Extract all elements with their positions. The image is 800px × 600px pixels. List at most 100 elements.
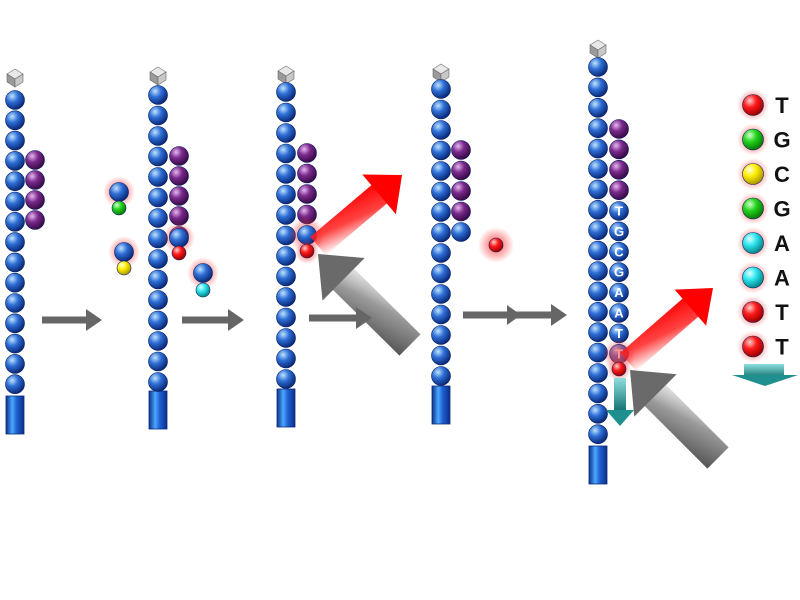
gem-cap-icon — [277, 65, 295, 85]
light-arrow-icon — [620, 287, 714, 372]
primer-bead — [451, 140, 471, 160]
template-bead — [5, 293, 25, 313]
template-bead — [148, 310, 168, 331]
primer-bead — [25, 170, 45, 190]
template-bead — [276, 246, 296, 266]
light-arrow-head — [362, 174, 403, 215]
template-bead — [276, 164, 296, 184]
primer-bead — [297, 184, 317, 204]
incorporated-base-letter: T — [615, 326, 623, 341]
free-nucleotide — [109, 182, 129, 202]
template-bead — [588, 403, 608, 424]
primer-bead — [25, 190, 45, 210]
legend-swatch — [742, 128, 764, 151]
template-bead — [5, 130, 25, 151]
legend-base-letter: A — [774, 266, 790, 291]
cleavage-arrow-icon — [317, 254, 421, 356]
incorporated-base-letter: A — [614, 306, 624, 321]
light-arrow-shaft — [620, 294, 703, 372]
right-arrow-head — [356, 307, 372, 329]
template-bead — [431, 366, 451, 386]
primer-bead — [609, 119, 629, 139]
right-arrow-head — [551, 304, 567, 326]
template-bead — [5, 333, 25, 354]
free-nucleotide — [193, 263, 213, 283]
bead-support-base — [276, 388, 296, 428]
labeled-nucleotide — [171, 245, 187, 261]
template-bead — [588, 363, 608, 383]
legend-swatch — [742, 266, 764, 289]
legend-base-letter: G — [773, 197, 790, 222]
incorporated-base-bead — [609, 303, 629, 323]
primer-bead — [451, 181, 471, 201]
right-arrow-head — [507, 305, 521, 325]
template-bead — [588, 383, 608, 404]
cleavage-arrow-shaft — [328, 264, 421, 356]
template-bead — [588, 179, 608, 200]
template-bead — [431, 243, 451, 263]
template-bead — [588, 322, 608, 343]
template-bead — [431, 79, 451, 99]
light-arrow-shaft — [310, 181, 392, 256]
template-bead — [588, 200, 608, 220]
incorporated-base-letter: A — [614, 285, 624, 300]
template-bead — [588, 281, 608, 302]
gem-cap-icon — [149, 66, 167, 86]
template-bead — [148, 331, 168, 351]
primer-bead — [169, 186, 189, 206]
primer-bead — [25, 210, 45, 230]
template-bead — [451, 222, 471, 242]
incorporated-base-bead — [609, 221, 629, 242]
template-bead — [5, 232, 25, 252]
template-bead — [588, 77, 608, 98]
template-bead — [276, 102, 296, 123]
teal-arrow-shaft — [744, 364, 784, 378]
legend-swatch — [742, 301, 764, 323]
bead-support-base — [5, 395, 25, 435]
template-bead — [148, 269, 168, 290]
template-bead — [276, 184, 296, 205]
template-bead — [431, 345, 451, 366]
template-bead — [5, 354, 25, 374]
bead-support-base — [431, 385, 451, 425]
template-bead — [588, 220, 608, 240]
primer-bead — [609, 139, 629, 160]
template-bead — [5, 374, 25, 395]
template-bead — [5, 110, 25, 131]
light-arrow-head — [674, 287, 714, 326]
primer-bead — [609, 160, 629, 180]
primer-bead — [297, 143, 317, 163]
template-bead — [431, 284, 451, 304]
template-bead — [148, 167, 168, 187]
template-bead — [5, 252, 25, 273]
primer-bead — [169, 146, 189, 166]
template-bead — [148, 187, 168, 208]
incorporated-base-bead — [609, 242, 629, 262]
labeled-nucleotide — [111, 200, 127, 216]
template-bead — [5, 191, 25, 212]
incorporated-base-bead — [609, 282, 629, 303]
template-bead — [148, 290, 168, 310]
template-bead — [5, 171, 25, 191]
template-bead — [431, 120, 451, 140]
template-bead — [431, 325, 451, 345]
template-bead — [5, 313, 25, 334]
legend-base-letter: T — [775, 335, 789, 360]
light-arrow-icon — [310, 174, 403, 256]
legend-swatch — [742, 94, 764, 116]
down-arrow-icon — [732, 375, 798, 386]
template-bead — [148, 208, 168, 228]
template-bead — [431, 181, 451, 202]
template-bead — [276, 143, 296, 164]
cleavage-arrow-head — [317, 254, 365, 301]
labeled-nucleotide — [195, 282, 211, 298]
right-arrow-head — [228, 309, 244, 331]
labeled-nucleotide — [299, 243, 315, 259]
template-bead — [276, 82, 296, 102]
incorporated-base-bead — [609, 262, 629, 283]
legend-swatch — [742, 163, 764, 185]
primer-bead — [451, 201, 471, 222]
template-bead — [431, 263, 451, 284]
template-bead — [148, 146, 168, 167]
template-bead — [431, 99, 451, 120]
